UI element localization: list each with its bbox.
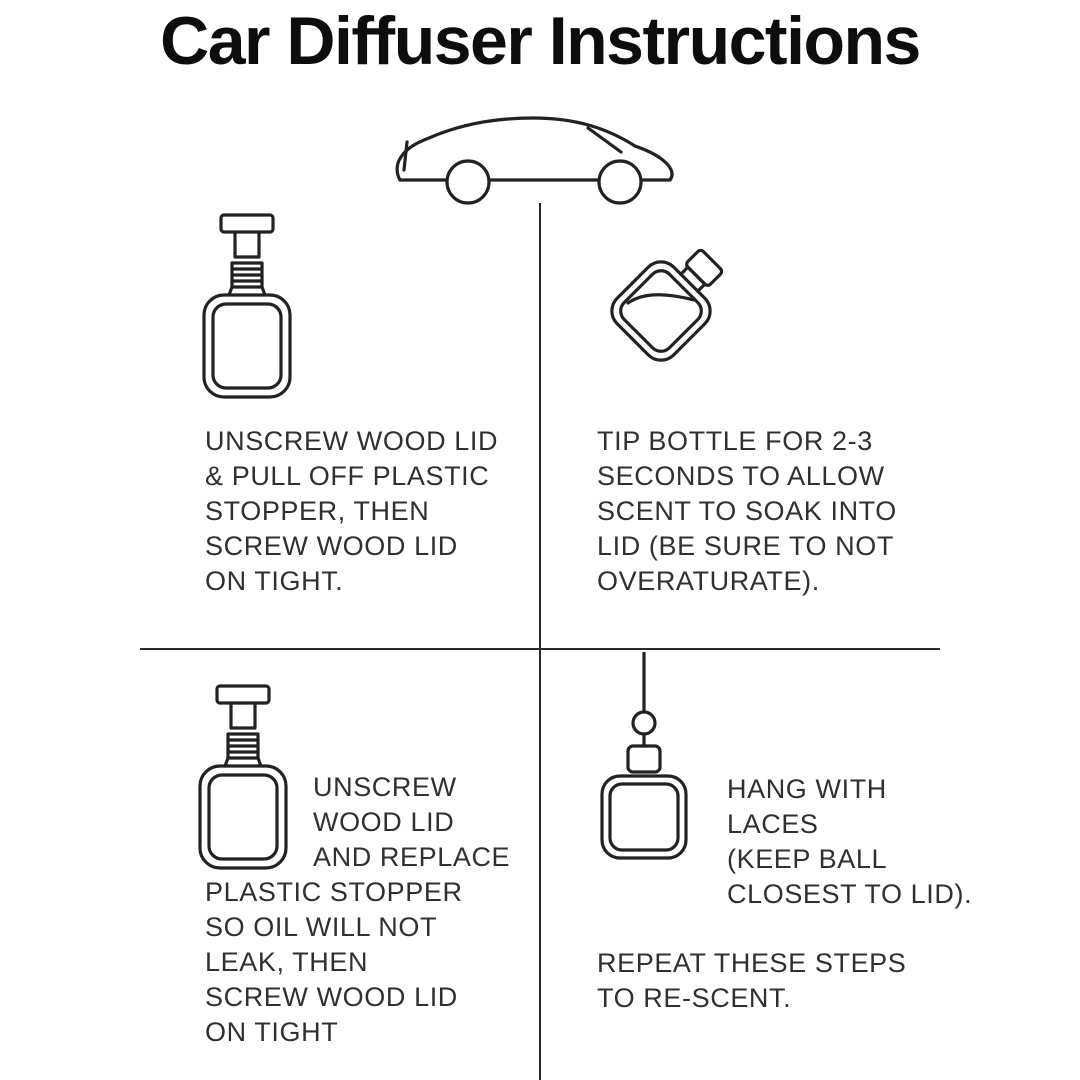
car-outline-icon xyxy=(395,116,674,205)
page-title: Car Diffuser Instructions xyxy=(160,3,921,79)
step2-text: TIP BOTTLE FOR 2-3 SECONDS TO ALLOW SCEN… xyxy=(597,426,897,596)
car-illustration xyxy=(383,100,693,212)
diffuser-bottle-tilted-icon xyxy=(610,248,724,362)
text-wrap-spacer xyxy=(205,770,313,874)
diffuser-bottle-upright-icon xyxy=(202,213,292,399)
repeat-text: REPEAT THESE STEPS TO RE-SCENT. xyxy=(597,948,907,1013)
horizontal-divider xyxy=(140,648,940,650)
step1-illustration xyxy=(199,213,295,403)
step3-text: UNSCREW WOOD LID AND REPLACE PLASTIC STO… xyxy=(205,770,540,1050)
diffuser-bottle-hanging-icon xyxy=(600,652,688,860)
vertical-divider xyxy=(539,203,541,1080)
step4-illustration xyxy=(599,652,689,862)
step3-text-content: UNSCREW WOOD LID AND REPLACE PLASTIC STO… xyxy=(205,772,511,1047)
step2-illustration xyxy=(595,227,745,377)
step4-text: HANG WITH LACES (KEEP BALL CLOSEST TO LI… xyxy=(727,774,973,909)
step1-text: UNSCREW WOOD LID & PULL OFF PLASTIC STOP… xyxy=(205,426,499,596)
step3-illustration xyxy=(195,684,291,874)
diffuser-bottle-upright-icon xyxy=(198,684,288,870)
